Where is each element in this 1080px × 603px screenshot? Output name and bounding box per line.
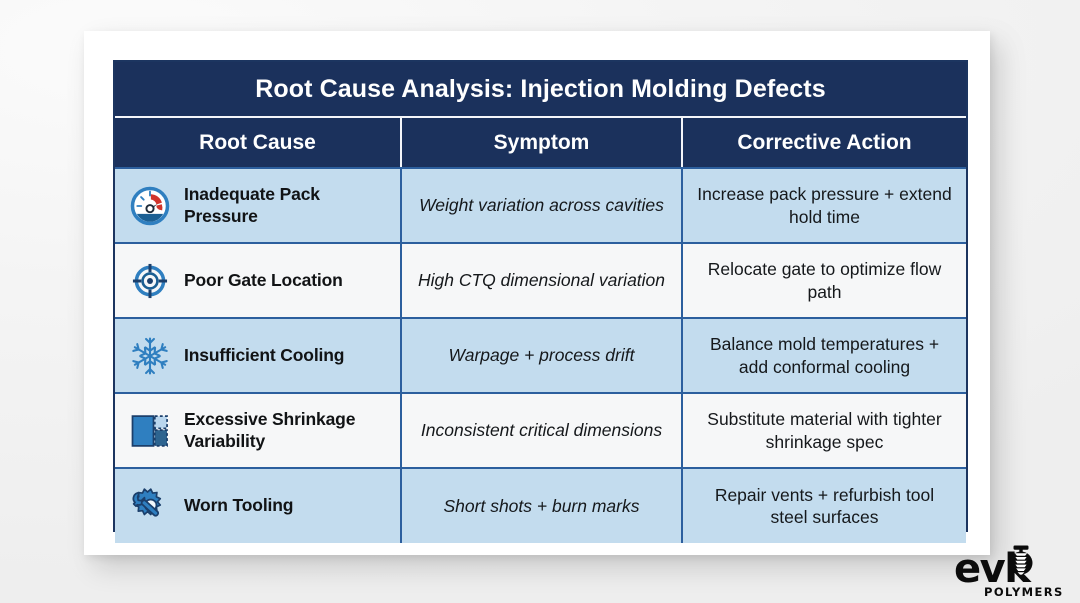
cell-symptom: Inconsistent critical dimensions [401,393,683,469]
root-cause-label: Inadequate Pack Pressure [184,184,320,226]
column-header-corrective-action: Corrective Action [682,117,966,169]
root-cause-analysis-table: Root Cause Analysis: Injection Molding D… [115,62,966,543]
cell-corrective-action: Substitute material with tighter shrinka… [682,393,966,469]
table-header-row: Root Cause Symptom Corrective Action [115,117,966,169]
logo-subtitle: POLYMERS [984,585,1064,599]
column-header-symptom: Symptom [401,117,683,169]
table-row: Insufficient Cooling Warpage + process d… [115,318,966,394]
cell-corrective-action: Relocate gate to optimize flow path [682,243,966,319]
cell-symptom: Warpage + process drift [401,318,683,394]
root-cause-label: Insufficient Cooling [184,344,345,365]
pressure-gauge-icon [130,186,170,225]
table-row: Inadequate Pack Pressure Weight variatio… [115,168,966,244]
snowflake-icon [132,336,168,375]
cell-corrective-action: Balance mold temperatures + add conforma… [682,318,966,394]
cell-root-cause: Worn Tooling [115,468,402,543]
cell-symptom: Weight variation across cavities [401,168,683,244]
screw-helix-icon [1009,545,1033,575]
cell-symptom: Short shots + burn marks [401,468,683,543]
root-cause-label: Worn Tooling [184,495,294,516]
cell-corrective-action: Increase pack pressure + extend hold tim… [682,168,966,244]
evok-polymers-logo: evk POLYMERS [954,545,1072,599]
gear-wrench-icon [132,488,162,517]
cell-root-cause: Insufficient Cooling [115,318,402,394]
page-title: Root Cause Analysis: Injection Molding D… [115,62,966,118]
table-row: Worn Tooling Short shots + burn marks Re… [115,468,966,543]
cell-root-cause: Inadequate Pack Pressure [115,168,402,244]
table-row: Poor Gate Location High CTQ dimensional … [115,243,966,319]
table-title-row: Root Cause Analysis: Injection Molding D… [115,62,966,118]
shrinkage-resize-icon [131,414,168,447]
cell-root-cause: Poor Gate Location [115,243,402,319]
root-cause-label: Excessive Shrinkage Variability [184,409,356,451]
table-row: Excessive Shrinkage Variability Inconsis… [115,393,966,469]
cell-corrective-action: Repair vents + refurbish tool steel surf… [682,468,966,543]
root-cause-analysis-table-container: Root Cause Analysis: Injection Molding D… [113,60,968,543]
cell-root-cause: Excessive Shrinkage Variability [115,393,402,469]
cell-symptom: High CTQ dimensional variation [401,243,683,319]
root-cause-label: Poor Gate Location [184,269,343,290]
crosshair-target-icon [132,263,168,298]
column-header-root-cause: Root Cause [115,117,402,169]
